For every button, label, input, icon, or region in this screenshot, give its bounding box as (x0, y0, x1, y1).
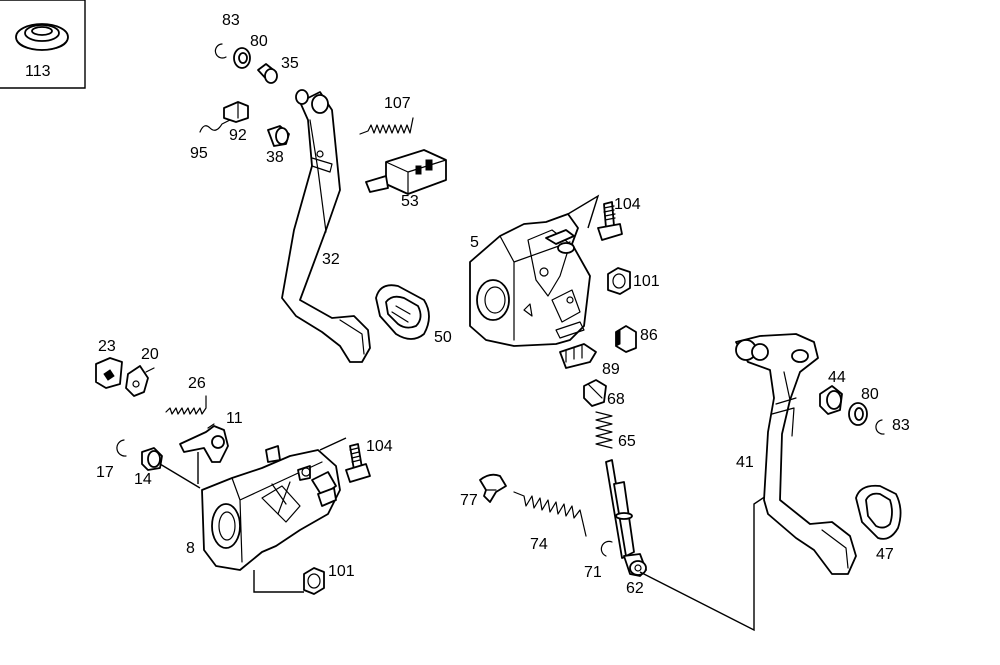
part-62-push-rod (605, 459, 647, 577)
label-65: 65 (618, 433, 636, 450)
label-17: 17 (96, 464, 114, 481)
leader-lines (159, 452, 767, 632)
label-11: 11 (226, 410, 243, 427)
part-47-pedal-pad (855, 484, 902, 540)
label-83-top: 83 (222, 12, 240, 29)
part-50-pedal-pad (375, 284, 430, 340)
part-95-spring-clip (199, 119, 231, 133)
part-53-switch (365, 149, 447, 195)
part-14-bushing (141, 447, 163, 471)
label-80-top: 80 (250, 33, 268, 50)
part-26-spring (165, 395, 207, 415)
part-86-clip (615, 325, 637, 353)
label-107: 107 (384, 95, 411, 112)
part-101-nut-upper (607, 267, 631, 295)
label-68: 68 (607, 391, 625, 408)
part-104-bolt-upper (597, 201, 623, 241)
part-83-clip-top (214, 43, 227, 59)
part-92-clip (223, 101, 249, 123)
part-20-bracket (125, 365, 155, 397)
label-50: 50 (434, 329, 452, 346)
part-23-bracket (95, 357, 123, 389)
part-71-clip (600, 540, 613, 557)
label-62: 62 (626, 580, 644, 597)
label-92: 92 (229, 127, 247, 144)
label-104-upper: 104 (614, 196, 641, 213)
label-44: 44 (828, 369, 846, 386)
part-32-brake-pedal (281, 89, 371, 363)
part-35-bushing (257, 63, 278, 84)
label-101-upper: 101 (633, 273, 660, 290)
label-77: 77 (460, 492, 478, 509)
label-5: 5 (470, 234, 479, 251)
label-53: 53 (401, 193, 419, 210)
part-17-clip (116, 439, 127, 457)
part-68-spring-seat (583, 379, 607, 407)
label-47: 47 (876, 546, 894, 563)
label-23: 23 (98, 338, 116, 355)
part-80-washer-top (233, 47, 251, 69)
label-38: 38 (266, 149, 284, 166)
label-41: 41 (736, 454, 754, 471)
label-104-lower: 104 (366, 438, 393, 455)
part-104-bolt-lower (345, 443, 371, 483)
label-113: 113 (25, 63, 51, 80)
part-80-washer-right (848, 402, 868, 426)
part-83-clip-right (875, 419, 885, 435)
label-101-lower: 101 (328, 563, 355, 580)
part-11-lever (179, 423, 229, 463)
callout-labels: 83 80 35 107 92 95 38 53 32 50 5 104 101… (96, 12, 910, 597)
part-38-sleeve (267, 125, 290, 147)
part-44-bushing (819, 385, 843, 415)
label-95: 95 (190, 145, 208, 162)
part-8-pedal-bracket (201, 437, 347, 571)
part-5-pedal-bracket (469, 194, 600, 347)
inset-part-113: 113 (0, 0, 86, 89)
part-89-bracket (559, 343, 597, 369)
part-41-clutch-pedal (735, 333, 857, 575)
label-35: 35 (281, 55, 299, 72)
label-86: 86 (640, 327, 658, 344)
label-14: 14 (134, 471, 152, 488)
part-107-spring (359, 117, 414, 135)
label-83-right: 83 (892, 417, 910, 434)
label-26: 26 (188, 375, 206, 392)
label-80-right: 80 (861, 386, 879, 403)
part-74-spring (513, 491, 587, 537)
label-20: 20 (141, 346, 159, 363)
label-8: 8 (186, 540, 195, 557)
label-32: 32 (322, 251, 340, 268)
label-89: 89 (602, 361, 620, 378)
label-74: 74 (530, 536, 548, 553)
part-77-pin (479, 473, 507, 503)
part-65-spring (595, 411, 613, 449)
label-71: 71 (584, 564, 602, 581)
part-101-nut-lower (303, 567, 325, 595)
